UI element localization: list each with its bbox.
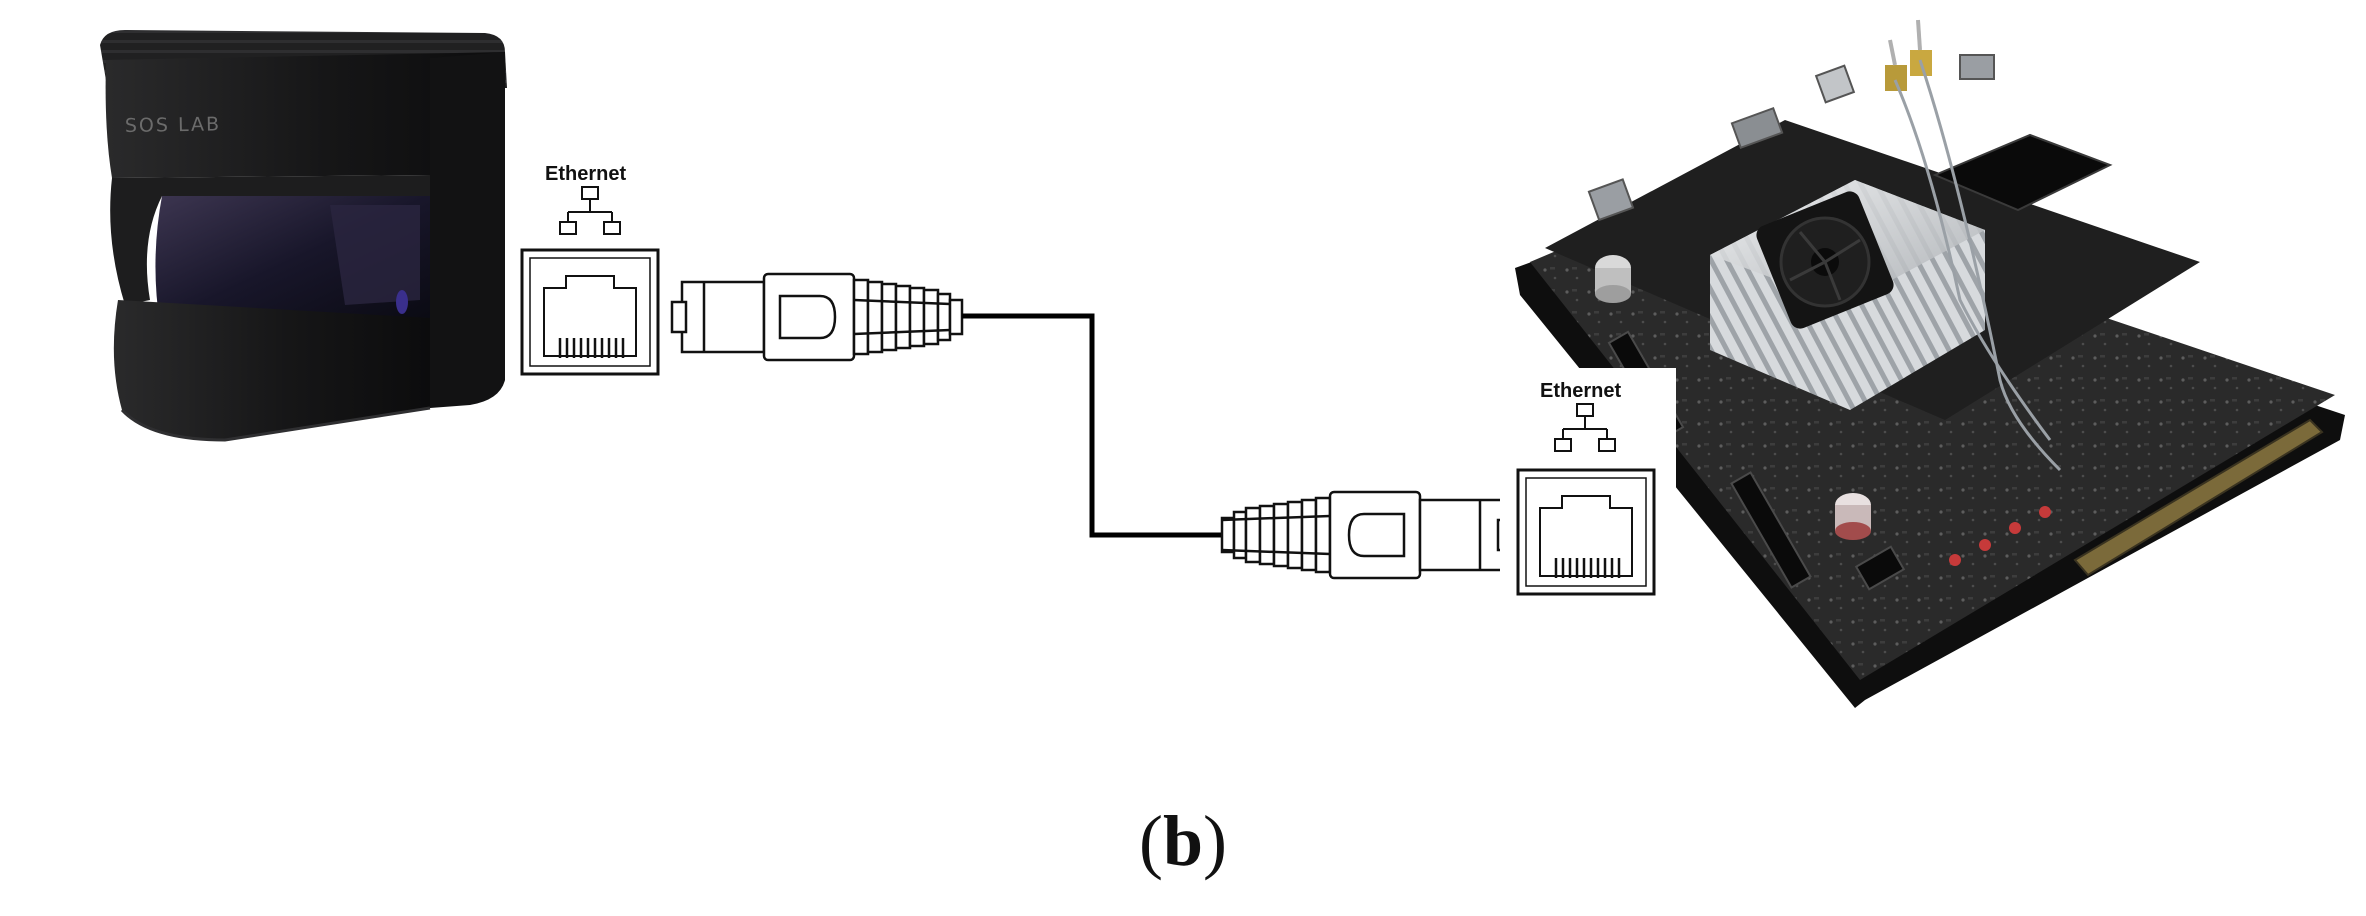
port-pins xyxy=(1554,558,1621,578)
figure-caption: (b) xyxy=(0,800,2366,883)
plug-strain-relief xyxy=(1220,496,1332,574)
board-fan-blades xyxy=(1789,231,1861,301)
rj45-plug-left xyxy=(670,272,964,362)
plug-latch xyxy=(1347,512,1406,558)
sensor-side-face xyxy=(430,52,505,408)
board-antenna-wires xyxy=(1893,59,2062,472)
plug-head xyxy=(680,280,766,354)
sensor-left-band xyxy=(110,175,431,305)
port-inner-frame xyxy=(529,257,651,367)
plug-latch xyxy=(778,294,837,340)
lidar-sensor: SOS LAB xyxy=(100,30,507,442)
network-icon xyxy=(1554,403,1616,452)
board-buttons xyxy=(1949,506,2051,566)
board-soc-chip xyxy=(1932,133,2113,212)
rj45-plug-right xyxy=(1220,490,1514,580)
sensor-brand-text: SOS LAB xyxy=(125,113,222,137)
board-ethernet-label: Ethernet xyxy=(1540,380,1621,402)
board-gpio-header xyxy=(2073,418,2324,577)
sensor-ethernet-port: Ethernet xyxy=(520,163,660,376)
sensor-lower-base xyxy=(113,300,430,440)
plug-strain-relief xyxy=(852,278,964,356)
port-inner-frame xyxy=(1525,477,1647,587)
caption-open-paren: ( xyxy=(1138,801,1163,881)
plug-contacts xyxy=(670,300,688,334)
board-top-connectors xyxy=(1587,19,1995,222)
network-icon xyxy=(559,186,621,235)
plug-head xyxy=(1418,498,1504,572)
ethernet-cable xyxy=(962,313,1222,538)
sensor-ethernet-label: Ethernet xyxy=(545,163,626,185)
port-pins xyxy=(558,338,625,358)
caption-close-paren: ) xyxy=(1203,801,1227,881)
board-capacitors xyxy=(1595,255,1871,540)
caption-letter: b xyxy=(1162,801,1204,881)
sensor-indicator xyxy=(396,290,408,314)
sensor-lens-highlight xyxy=(330,205,420,305)
sensor-upper-body xyxy=(105,52,505,178)
sensor-base-edge xyxy=(120,406,431,442)
development-board xyxy=(1515,19,2345,708)
board-ethernet-port: Ethernet xyxy=(1500,368,1676,600)
